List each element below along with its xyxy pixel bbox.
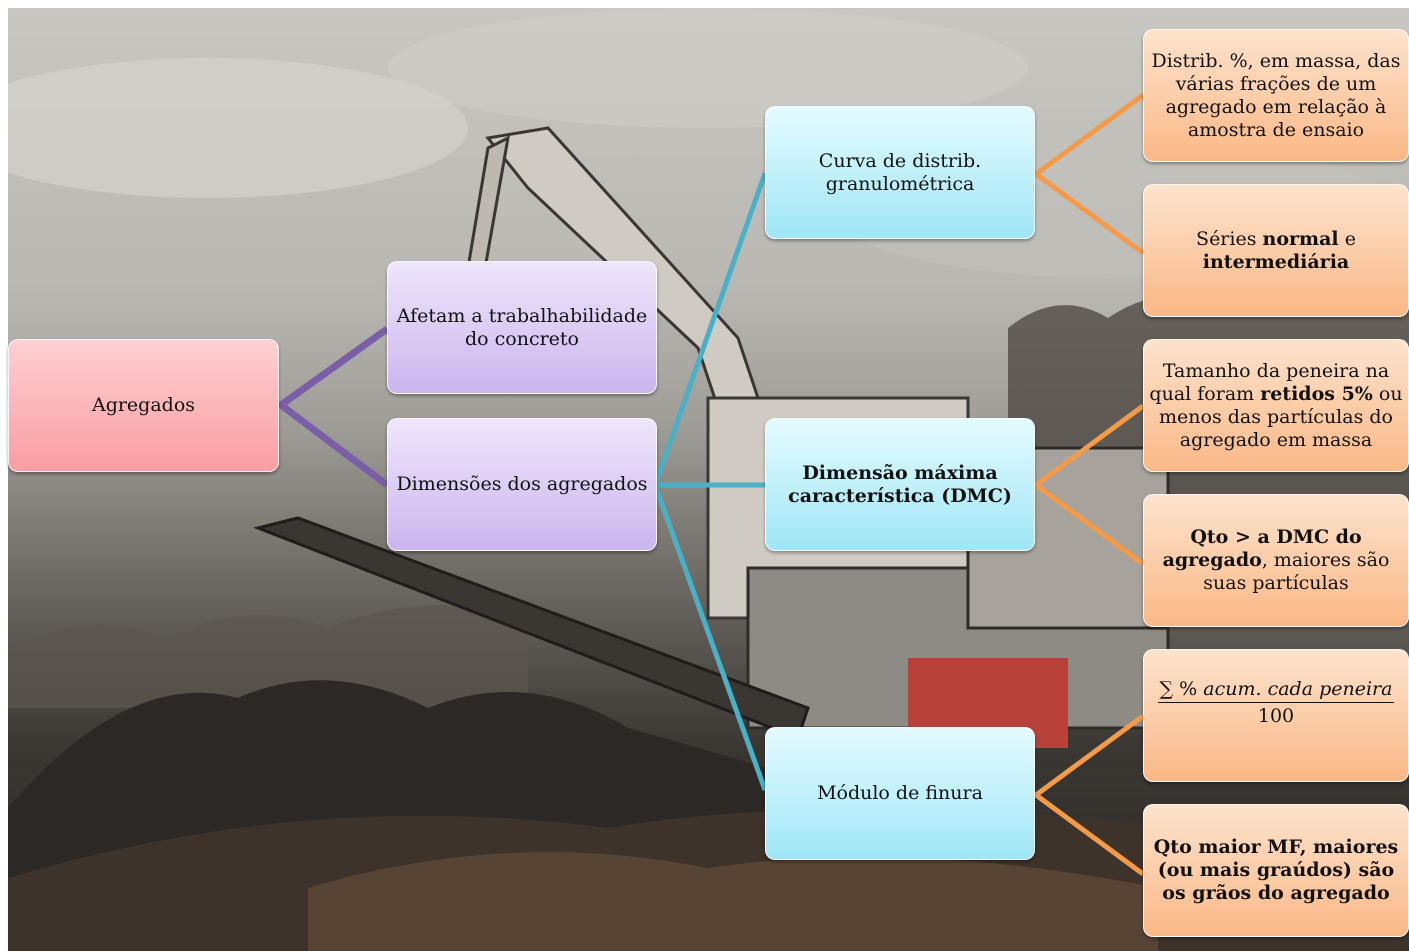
node-qto-mf: Qto maior MF, maiores (ou mais graúdos) …: [1143, 804, 1409, 937]
formula-denominator: 100: [1257, 705, 1295, 727]
node-distrib-def: Distrib. %, em massa, das várias frações…: [1143, 29, 1409, 162]
series-prefix: Séries: [1196, 227, 1263, 250]
node-dimensoes-label: Dimensões dos agregados: [396, 473, 648, 495]
node-trabalhabilidade: Afetam a trabalhabilidade do concreto: [387, 261, 657, 394]
dmc-def-part1: Tamanho da peneira na qual foram: [1149, 359, 1390, 405]
series-normal: normal: [1262, 227, 1339, 250]
qto-dmc-bold: Qto > a DMC do agregado: [1162, 526, 1362, 571]
node-agregados-label: Agregados: [91, 394, 196, 416]
node-curva-label: Curva de distrib. granulométrica: [818, 149, 982, 195]
node-dmc-def-text: Tamanho da peneira na qual foram retidos…: [1148, 360, 1404, 452]
series-intermediaria: intermediária: [1202, 250, 1350, 273]
dmc-def-part2: ou menos das partículas do agregado em m…: [1159, 382, 1403, 451]
node-qto-dmc-text: Qto > a DMC do agregado, maiores são sua…: [1148, 526, 1404, 595]
formula-fraction: ∑ % acum. cada peneira 100: [1148, 678, 1404, 728]
formula-numerator: ∑ % acum. cada peneira: [1157, 678, 1395, 703]
formula-percent: %: [1173, 678, 1204, 700]
node-trabalhabilidade-label: Afetam a trabalhabilidade do concreto: [396, 304, 648, 350]
node-dmc-label: Dimensão máxima característica (DMC): [788, 461, 1012, 507]
node-dmc-def: Tamanho da peneira na qual foram retidos…: [1143, 339, 1409, 472]
node-qto-mf-label: Qto maior MF, maiores (ou mais graúdos) …: [1153, 836, 1399, 904]
node-agregados: Agregados: [8, 339, 279, 472]
node-distrib-def-label: Distrib. %, em massa, das várias frações…: [1151, 49, 1401, 141]
node-modulo-label: Módulo de finura: [817, 782, 983, 804]
node-formula: ∑ % acum. cada peneira 100: [1143, 649, 1409, 782]
dmc-def-bold: retidos 5%: [1260, 382, 1373, 405]
node-curva: Curva de distrib. granulométrica: [765, 106, 1035, 239]
node-dmc: Dimensão máxima característica (DMC): [765, 418, 1035, 551]
formula-sum-symbol: ∑: [1159, 678, 1174, 700]
node-qto-dmc: Qto > a DMC do agregado, maiores são sua…: [1143, 494, 1409, 627]
node-dimensoes: Dimensões dos agregados: [387, 418, 657, 551]
qto-dmc-rest: , maiores são suas partículas: [1203, 549, 1390, 594]
series-conj: e: [1338, 227, 1356, 250]
formula-numerator-text: acum. cada peneira: [1203, 678, 1393, 700]
node-modulo: Módulo de finura: [765, 727, 1035, 860]
